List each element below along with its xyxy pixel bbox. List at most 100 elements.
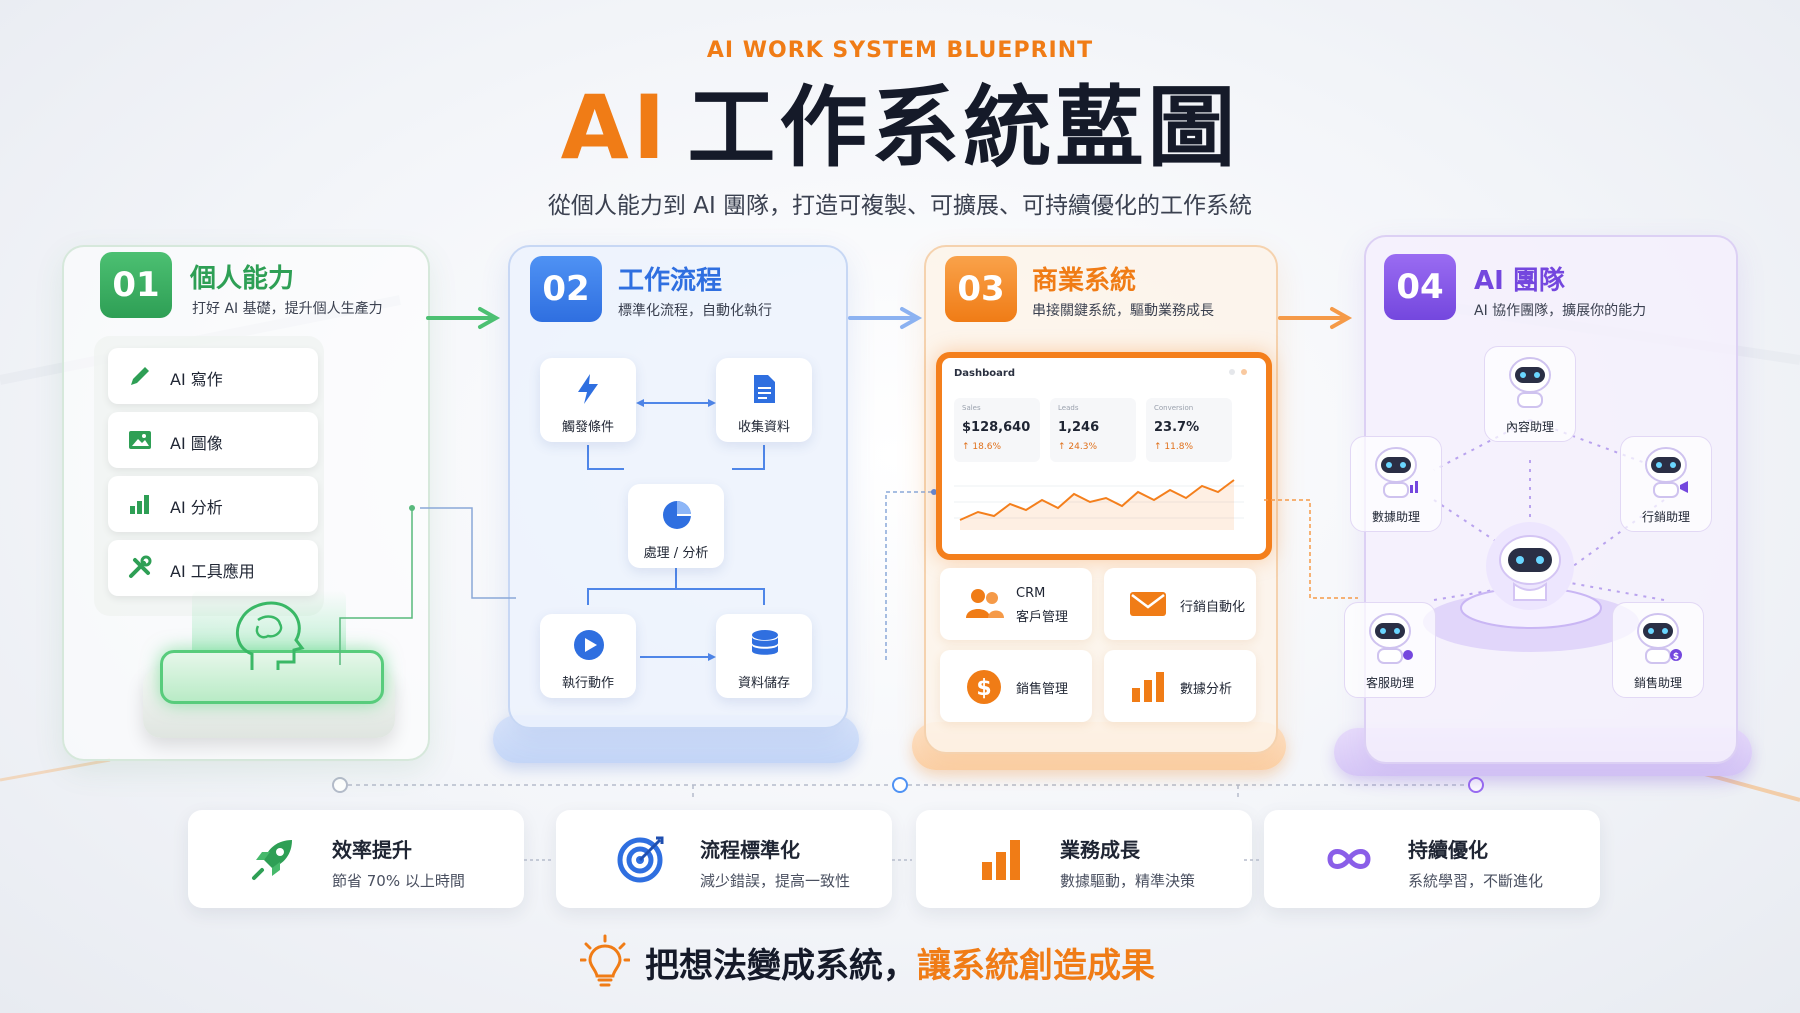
infinity-icon: [1327, 849, 1371, 869]
assistant-data[interactable]: 數據助理: [1350, 436, 1442, 532]
kpi-change: ↑ 24.3%: [1058, 442, 1097, 452]
target-icon: [617, 836, 664, 883]
play-icon: [574, 630, 604, 660]
dashboard-title: Dashboard: [954, 368, 1015, 379]
stage-1-title: 個人能力: [190, 264, 295, 294]
skill-label: AI 圖像: [170, 434, 223, 453]
svg-text:$: $: [1673, 652, 1679, 662]
users-icon: [966, 589, 1004, 618]
brain-head-icon: [235, 601, 305, 670]
node-label: 執行動作: [561, 676, 614, 691]
skill-ai-analysis[interactable]: AI 分析: [108, 476, 318, 532]
kpi-change: ↑ 11.8%: [1154, 442, 1193, 452]
central-robot-icon: [1486, 522, 1574, 610]
svg-text:$: $: [976, 676, 991, 701]
bar-chart-icon: [1132, 672, 1164, 702]
workflow-node-storage[interactable]: 資料儲存: [716, 614, 812, 698]
dollar-icon: $: [967, 670, 1001, 704]
stage-3-subtitle: 串接關鍵系統，驅動業務成長: [1032, 303, 1214, 319]
tile-label: CRM: [1016, 586, 1046, 601]
kpi-card: Conversion 23.7% ↑ 11.8%: [1146, 398, 1232, 462]
skill-ai-writing[interactable]: AI 寫作: [108, 348, 318, 404]
workflow-node-collect[interactable]: 收集資料: [716, 358, 812, 442]
kpi-label: Conversion: [1154, 404, 1194, 412]
tile-label: 行銷自動化: [1180, 600, 1246, 615]
workflow-node-trigger[interactable]: 觸發條件: [540, 358, 636, 442]
page-subtitle: 從個人能力到 AI 團隊，打造可複製、可擴展、可持續優化的工作系統: [547, 193, 1253, 219]
skill-ai-tools[interactable]: AI 工具應用: [108, 540, 318, 596]
system-tile-crm[interactable]: CRM 客戶管理: [940, 568, 1092, 640]
tile-sublabel: 客戶管理: [1016, 610, 1069, 625]
bar-chart-icon: [130, 495, 149, 514]
stage-3-number: 03: [945, 256, 1017, 322]
assistant-label: 數據助理: [1371, 510, 1420, 524]
node-label: 處理 / 分析: [643, 546, 709, 561]
connector-line: [339, 505, 415, 665]
benefit-growth: 業務成長 數據驅動，精準決策: [916, 810, 1252, 908]
system-tile-analytics[interactable]: 數據分析: [1104, 650, 1256, 722]
stage-2-subtitle: 標準化流程，自動化執行: [618, 303, 772, 319]
mail-icon: [1130, 592, 1166, 616]
benefit-subtitle: 減少錯誤，提高一致性: [700, 872, 851, 890]
node-label: 收集資料: [737, 420, 790, 435]
assistant-support[interactable]: 客服助理: [1344, 602, 1436, 698]
benefit-standardization: 流程標準化 減少錯誤，提高一致性: [556, 810, 892, 908]
benefit-subtitle: 數據驅動，精準決策: [1060, 872, 1196, 890]
rocket-icon: [252, 840, 292, 880]
benefit-title: 業務成長: [1060, 838, 1140, 862]
skill-label: AI 工具應用: [170, 562, 255, 581]
lightbulb-icon: [580, 934, 630, 987]
assistant-sales[interactable]: $ 銷售助理: [1612, 602, 1704, 698]
stage-2-number: 02: [530, 256, 602, 322]
tools-icon: [129, 555, 152, 578]
kpi-card: Sales $128,640 ↑ 18.6%: [954, 398, 1040, 462]
assistant-label: 行銷助理: [1641, 510, 1690, 524]
benefit-optimization: 持續優化 系統學習，不斷進化: [1264, 810, 1600, 908]
skill-label: AI 分析: [170, 498, 223, 517]
assistant-content[interactable]: 內容助理: [1484, 346, 1576, 442]
kpi-value: $128,640: [962, 420, 1031, 435]
benefit-subtitle: 節省 70% 以上時間: [332, 872, 465, 890]
assistant-marketing[interactable]: 行銷助理: [1620, 436, 1712, 532]
connector-line: [1264, 499, 1358, 599]
system-tile-sales[interactable]: $ 銷售管理: [940, 650, 1092, 722]
robot-icon: [1369, 613, 1413, 664]
benefit-subtitle: 系統學習，不斷進化: [1408, 872, 1544, 890]
node-label: 觸發條件: [561, 420, 614, 435]
stage-3-title: 商業系統: [1032, 266, 1137, 296]
tile-label: 數據分析: [1180, 682, 1233, 697]
benefit-efficiency: 效率提升 節省 70% 以上時間: [188, 810, 524, 908]
stage-1-number: 01: [100, 252, 172, 318]
stage-4-subtitle: AI 協作團隊，擴展你的能力: [1474, 303, 1647, 319]
node-label: 資料儲存: [737, 676, 790, 691]
skill-label: AI 寫作: [170, 370, 223, 389]
stage-4-title: AI 團隊: [1474, 266, 1565, 296]
window-controls-icon: [1229, 369, 1247, 375]
robot-icon: [1645, 447, 1688, 498]
benefit-title: 持續優化: [1408, 838, 1488, 862]
skill-ai-image[interactable]: AI 圖像: [108, 412, 318, 468]
workflow-connectors: [587, 399, 765, 661]
kpi-label: Sales: [962, 404, 981, 412]
dashboard-widget[interactable]: Dashboard Sales $128,640 ↑ 18.6% Leads 1…: [936, 352, 1272, 560]
kpi-change: ↑ 18.6%: [962, 442, 1001, 452]
workflow-node-process[interactable]: 處理 / 分析: [628, 484, 724, 568]
robot-icon: [1509, 357, 1551, 408]
robot-icon: [1375, 447, 1418, 498]
system-tile-marketing[interactable]: 行銷自動化: [1104, 568, 1256, 640]
database-icon: [752, 630, 778, 655]
benefit-title: 流程標準化: [700, 838, 800, 862]
assistant-label: 銷售助理: [1633, 676, 1682, 690]
connector-line: [885, 489, 937, 662]
arrow-right-icon: [848, 307, 923, 329]
workflow-node-execute[interactable]: 執行動作: [540, 614, 636, 698]
image-icon: [129, 431, 151, 449]
connector-line: [420, 507, 516, 599]
kpi-value: 1,246: [1058, 420, 1100, 435]
assistant-label: 客服助理: [1365, 676, 1414, 690]
kpi-label: Leads: [1058, 404, 1079, 412]
lightning-icon: [578, 374, 598, 404]
tile-label: 銷售管理: [1016, 682, 1069, 697]
arrow-right-icon: [1278, 307, 1353, 329]
